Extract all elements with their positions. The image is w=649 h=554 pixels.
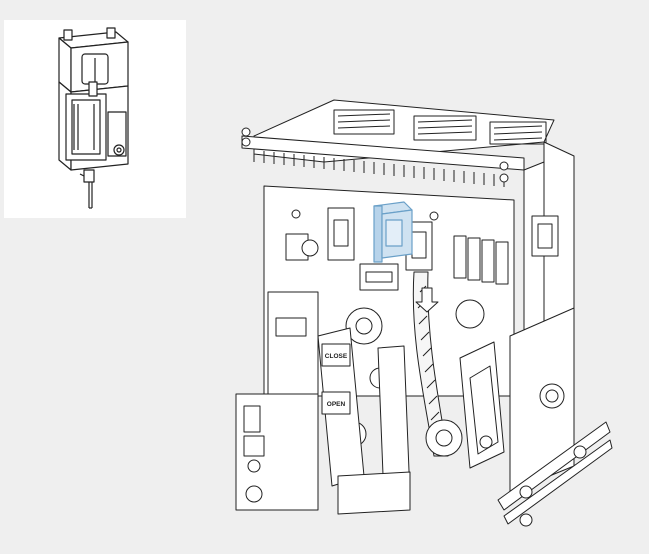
arc-chute-vents — [333, 109, 547, 145]
terminal-screw-icon — [241, 127, 251, 137]
component-detail-inset — [4, 20, 186, 218]
emergency-knob-icon — [245, 485, 263, 503]
indicator-lamp-icon — [247, 459, 261, 473]
side-window — [531, 215, 559, 257]
highlighted-closing-coil — [373, 201, 413, 263]
terminal-screw-icon — [499, 161, 509, 171]
shunt-trip-coil — [327, 207, 355, 261]
auxiliary-contact-blocks — [453, 235, 509, 285]
circuit-breaker-illustration: CLOSE OPEN — [214, 96, 614, 538]
solenoid-coil-drawing — [58, 27, 129, 209]
display-window — [275, 317, 307, 337]
circuit-breaker-drawing: CLOSE OPEN — [235, 99, 613, 527]
front-panel-upper — [267, 291, 319, 399]
close-button — [321, 343, 351, 367]
charging-motor — [459, 341, 505, 469]
open-button-label: OPEN — [327, 401, 346, 408]
rail — [503, 439, 613, 525]
close-button-label: CLOSE — [325, 353, 348, 360]
open-button — [321, 391, 351, 415]
ready-indicator-icon — [243, 435, 265, 457]
terminal-screw-icon — [499, 173, 509, 183]
arrow-down-icon — [415, 287, 439, 313]
base-plate — [337, 471, 411, 515]
terminal-screw-icon — [241, 137, 251, 147]
terminal-teeth — [253, 150, 505, 187]
